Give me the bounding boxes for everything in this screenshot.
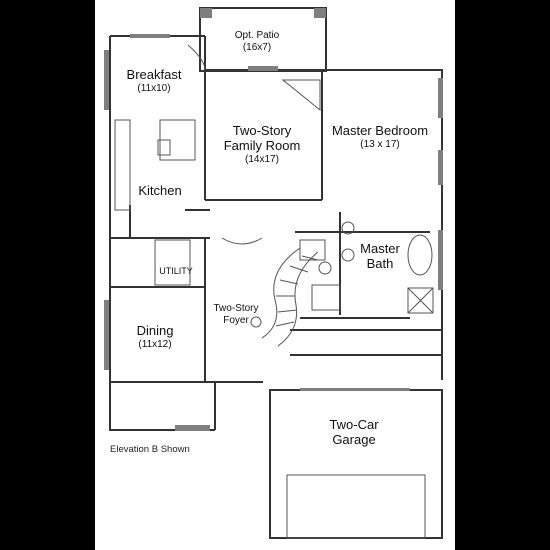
foyer-label: Two-Story Foyer bbox=[213, 303, 259, 326]
staircase bbox=[250, 247, 319, 347]
opt-patio-label: Opt. Patio (16x7) bbox=[234, 30, 280, 53]
fixtures bbox=[114, 44, 434, 314]
elevation-note: Elevation B Shown bbox=[110, 444, 190, 455]
garage-label: Two-Car Garage bbox=[329, 417, 379, 447]
utility-label: UTILITY bbox=[159, 266, 193, 276]
breakfast-label: Breakfast (11x10) bbox=[126, 67, 182, 94]
master-bedroom-label: Master Bedroom (13 x 17) bbox=[331, 123, 429, 150]
family-room-label: Two-Story Family Room (14x17) bbox=[223, 123, 301, 165]
window-marks bbox=[104, 34, 443, 431]
kitchen-label: Kitchen bbox=[138, 183, 182, 198]
dining-label: Dining (11x12) bbox=[136, 323, 174, 350]
master-bath-label: Master Bath bbox=[360, 241, 400, 271]
